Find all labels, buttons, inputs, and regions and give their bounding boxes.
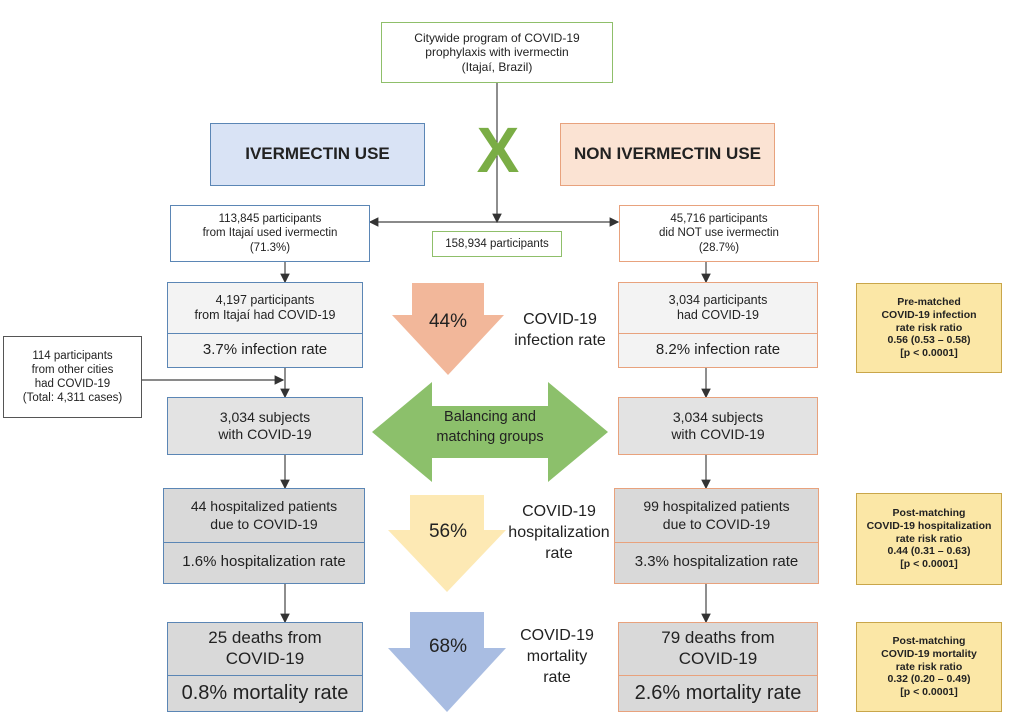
mortality-risk-ratio-note: Post-matching COVID-19 mortality rate ri… [856,622,1002,712]
right-subjects-text: 3,034 subjects with COVID-19 [671,408,765,442]
left-hospitalized-header: 44 hospitalized patients due to COVID-19 [164,489,364,542]
total-participants-box: 158,934 participants [432,231,562,257]
infection-reduction-pct: 44% [428,311,468,332]
other-cities-text: 114 participants from other cities had C… [22,349,123,405]
left-covid-header: 4,197 participants from Itajaí had COVID… [168,283,362,333]
balancing-label: Balancing and matching groups [436,409,544,445]
left-deaths-box: 25 deaths from COVID-19 0.8% mortality r… [167,622,363,712]
left-deaths-text: 25 deaths from COVID-19 [208,628,322,668]
right-mortality-rate: 2.6% mortality rate [634,682,802,705]
left-mortality-row: 0.8% mortality rate [168,675,362,711]
right-hospitalization-row: 3.3% hospitalization rate [615,542,818,582]
infection-rate-label: COVID-19 infection rate [514,311,606,349]
right-covid-text: 3,034 participants had COVID-19 [668,292,768,322]
left-participants-box: 113,845 participants from Itajaí used iv… [170,205,370,262]
left-hospitalization-rate: 1.6% hospitalization rate [182,553,346,571]
top-program-box: Citywide program of COVID-19 prophylaxis… [381,22,613,83]
total-participants-text: 158,934 participants [445,237,549,250]
right-mortality-row: 2.6% mortality rate [619,675,817,711]
left-hospitalized-box: 44 hospitalized patients due to COVID-19… [163,488,365,584]
left-infection-rate: 3.7% infection rate [202,340,328,358]
mortality-reduction-pct: 68% [428,636,468,657]
left-deaths-header: 25 deaths from COVID-19 [168,623,362,675]
hospitalization-rate-label: COVID-19 hospitalization rate [508,503,610,562]
hospitalization-reduction-pct: 56% [428,521,468,542]
right-deaths-text: 79 deaths from COVID-19 [661,628,775,668]
non-ivermectin-use-label: NON IVERMECTIN USE [573,144,762,164]
ivermectin-use-label: IVERMECTIN USE [245,144,390,164]
hospitalization-down-arrow [388,495,506,592]
other-cities-box: 114 participants from other cities had C… [3,336,142,418]
left-subjects-box: 3,034 subjects with COVID-19 [167,397,363,455]
mortality-rate-label: COVID-19 mortality rate [520,627,594,686]
right-hospitalized-header: 99 hospitalized patients due to COVID-19 [615,489,818,542]
left-covid-text: 4,197 participants from Itajaí had COVID… [194,292,336,322]
infection-risk-ratio-note: Pre-matched COVID-19 infection rate risk… [856,283,1002,373]
infection-down-arrow [392,283,504,375]
right-deaths-box: 79 deaths from COVID-19 2.6% mortality r… [618,622,818,712]
left-mortality-rate: 0.8% mortality rate [181,682,349,705]
right-infection-rate: 8.2% infection rate [655,340,781,358]
top-program-text: Citywide program of COVID-19 prophylaxis… [414,30,580,74]
versus-x-symbol: X [476,114,520,186]
ivermectin-use-header: IVERMECTIN USE [210,123,425,186]
right-participants-box: 45,716 participants did NOT use ivermect… [619,205,819,262]
balancing-double-arrow [372,382,608,482]
right-hospitalized-text: 99 hospitalized patients due to COVID-19 [643,498,790,532]
right-hospitalization-rate: 3.3% hospitalization rate [634,553,799,571]
hospitalization-risk-ratio-note: Post-matching COVID-19 hospitalization r… [856,493,1002,585]
right-covid-header: 3,034 participants had COVID-19 [619,283,817,333]
right-subjects-box: 3,034 subjects with COVID-19 [618,397,818,455]
right-participants-text: 45,716 participants did NOT use ivermect… [659,213,779,254]
left-hospitalized-text: 44 hospitalized patients due to COVID-19 [190,498,338,532]
right-infection-row: 8.2% infection rate [619,333,817,366]
left-hospitalization-row: 1.6% hospitalization rate [164,542,364,582]
non-ivermectin-use-header: NON IVERMECTIN USE [560,123,775,186]
left-subjects-text: 3,034 subjects with COVID-19 [218,408,312,442]
right-covid-box: 3,034 participants had COVID-19 8.2% inf… [618,282,818,368]
left-infection-row: 3.7% infection rate [168,333,362,366]
left-participants-text: 113,845 participants from Itajaí used iv… [202,213,338,254]
left-covid-box: 4,197 participants from Itajaí had COVID… [167,282,363,368]
right-deaths-header: 79 deaths from COVID-19 [619,623,817,675]
right-hospitalized-box: 99 hospitalized patients due to COVID-19… [614,488,819,584]
mortality-down-arrow [388,612,506,712]
